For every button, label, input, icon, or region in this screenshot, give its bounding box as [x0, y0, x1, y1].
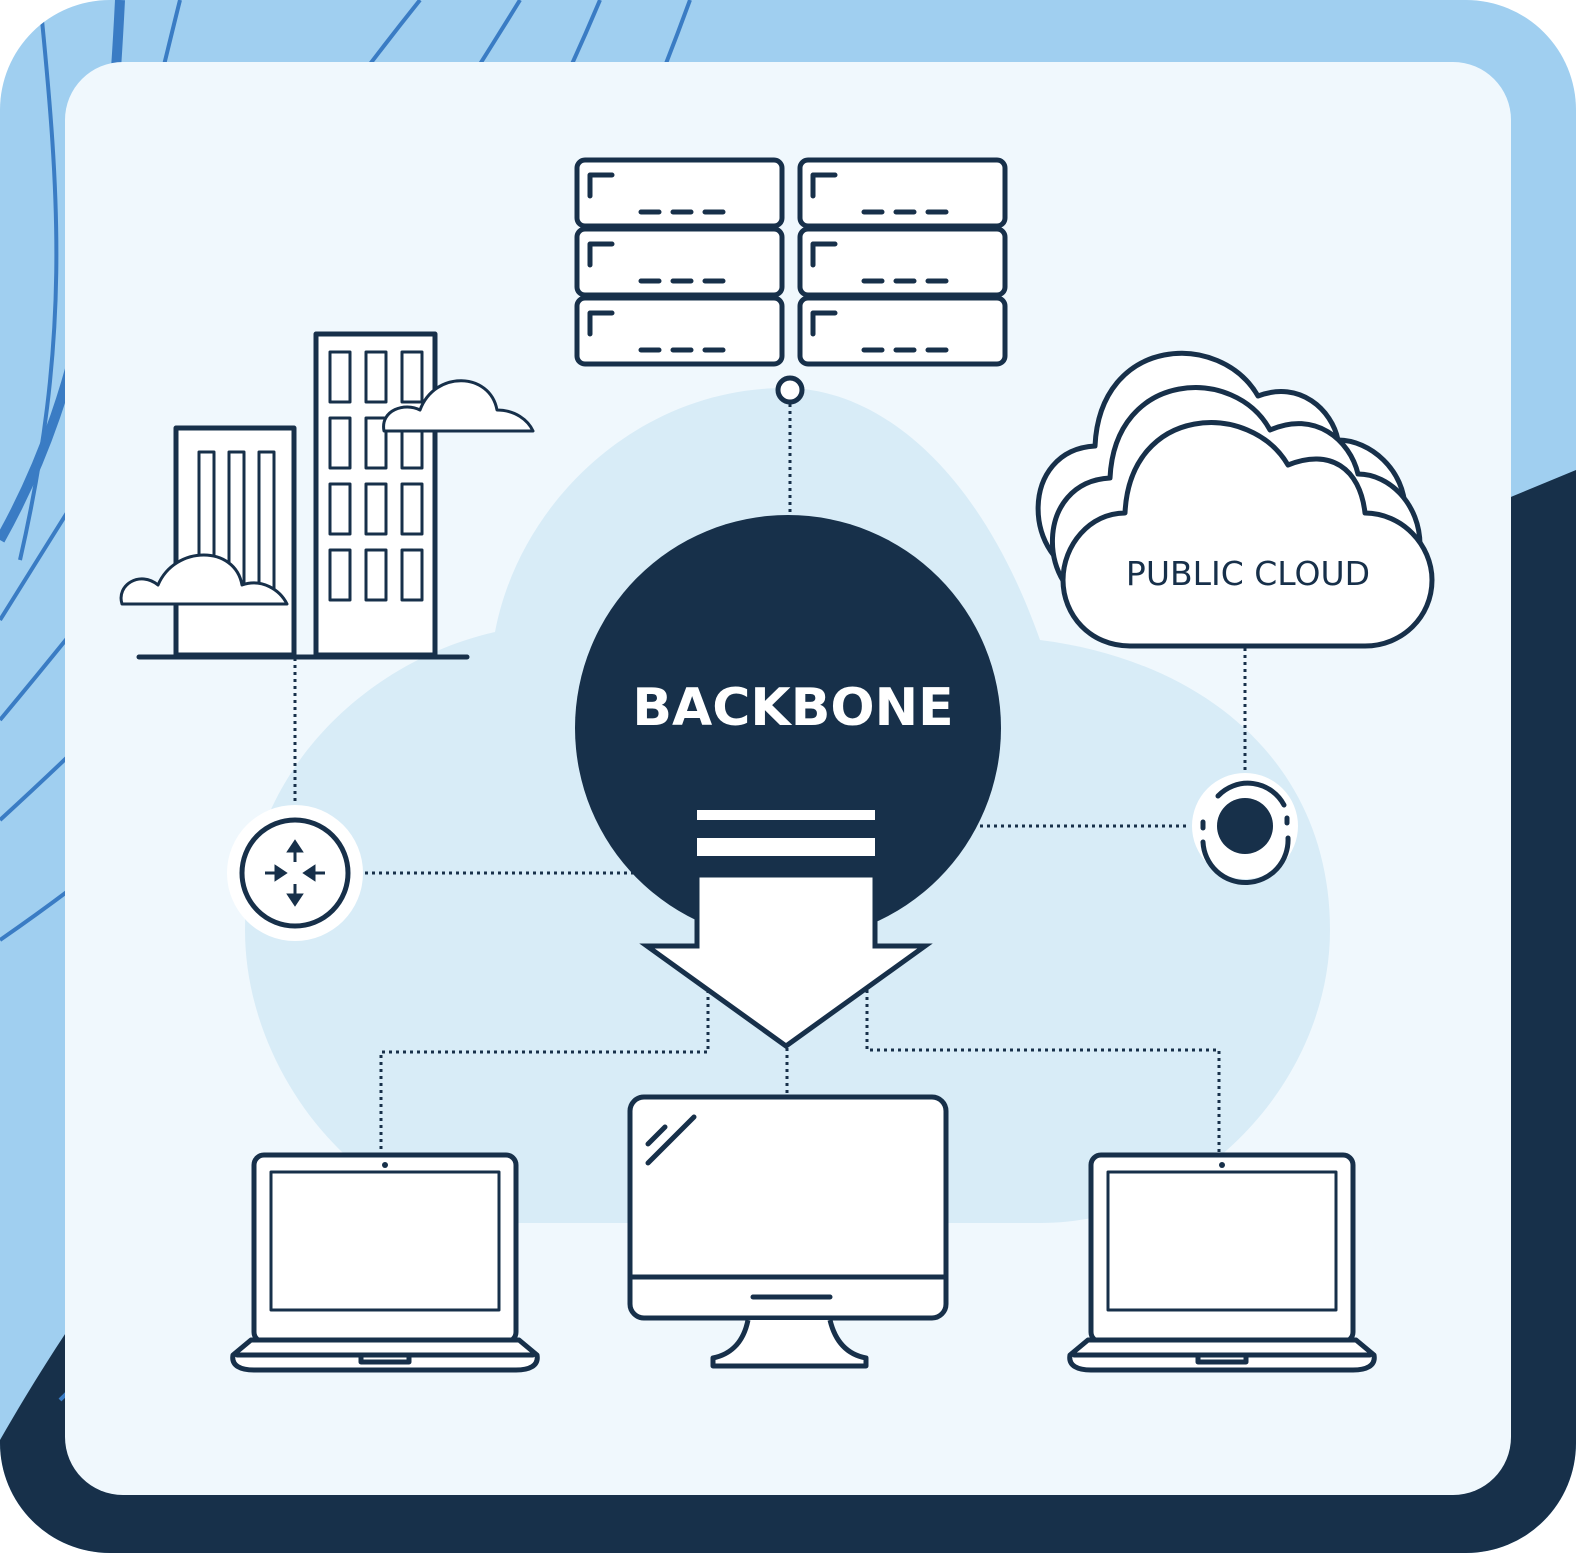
backbone-hub: BACKBONE [575, 515, 1001, 1050]
server-rack-icon [574, 157, 1008, 367]
server-unit [574, 157, 785, 229]
download-arrow-icon [639, 810, 933, 1050]
desktop-monitor-icon [627, 1094, 949, 1369]
public-cloud-icon: PUBLIC CLOUD [1035, 350, 1435, 649]
building-window [328, 416, 352, 470]
building-window [400, 548, 424, 602]
server-unit [574, 295, 785, 367]
server-unit [797, 295, 1008, 367]
building-window [400, 350, 424, 404]
gateway-icon [1192, 773, 1298, 886]
building-window [328, 482, 352, 536]
building-window [364, 548, 388, 602]
building-window [364, 416, 388, 470]
laptop-icon [230, 1152, 540, 1373]
server-port-icon [775, 375, 805, 405]
backbone-label: BACKBONE [632, 678, 953, 738]
building-window [328, 548, 352, 602]
building-window [364, 350, 388, 404]
router-icon [227, 805, 363, 941]
server-unit [797, 157, 1008, 229]
public-cloud-label: PUBLIC CLOUD [1126, 554, 1370, 593]
server-unit [797, 226, 1008, 298]
building-window [400, 482, 424, 536]
building-window [364, 482, 388, 536]
server-unit [574, 226, 785, 298]
network-links [293, 404, 1247, 1160]
building-window [328, 350, 352, 404]
office-buildings-icon [119, 331, 535, 660]
laptop-icon [1067, 1152, 1377, 1373]
